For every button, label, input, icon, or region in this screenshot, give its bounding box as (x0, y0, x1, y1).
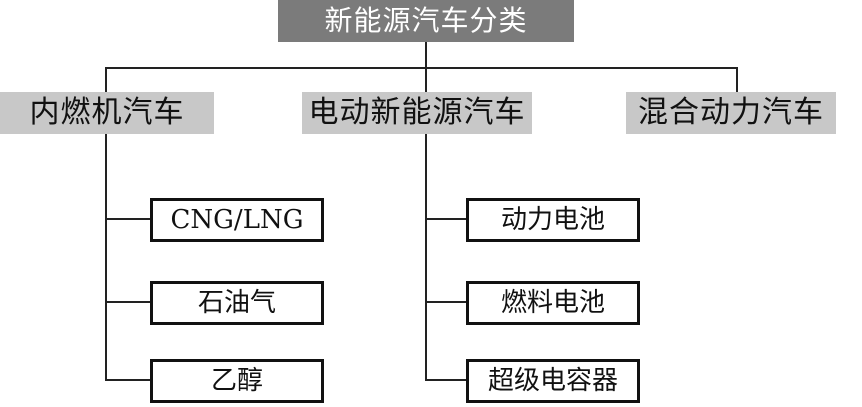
category-hybrid-vehicle: 混合动力汽车 (626, 92, 836, 134)
root-connector (425, 42, 427, 68)
leaf-connector-1-2 (105, 301, 150, 303)
branch-connector-1 (105, 67, 107, 92)
leaf-cng-lng: CNG/LNG (150, 198, 324, 242)
leaf-fuel-cell: 燃料电池 (466, 281, 640, 325)
leaf-power-battery: 动力电池 (466, 198, 640, 242)
branch-connector-2 (425, 67, 427, 92)
leaf-supercapacitor: 超级电容器 (466, 359, 640, 403)
top-branch-line (105, 67, 738, 69)
leaf-ethanol: 乙醇 (150, 359, 324, 403)
leaf-connector-2-3 (425, 379, 466, 381)
root-node: 新能源汽车分类 (278, 0, 574, 42)
leaf-connector-2-1 (425, 218, 466, 220)
trunk-line-2 (425, 134, 427, 380)
trunk-line-1 (105, 134, 107, 380)
leaf-connector-1-3 (105, 379, 150, 381)
category-ice-vehicle: 内燃机汽车 (0, 92, 214, 134)
branch-connector-3 (736, 67, 738, 92)
leaf-connector-1-1 (105, 218, 150, 220)
leaf-lpg: 石油气 (150, 281, 324, 325)
category-electric-vehicle: 电动新能源汽车 (302, 92, 532, 134)
leaf-connector-2-2 (425, 301, 466, 303)
